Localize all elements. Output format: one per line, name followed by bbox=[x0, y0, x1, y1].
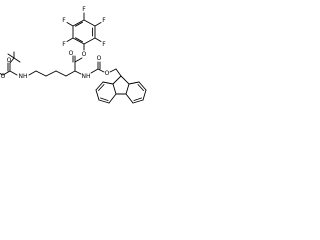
bond bbox=[75, 37, 83, 43]
bond bbox=[128, 81, 140, 85]
ester-oxygen-label: O bbox=[82, 51, 87, 58]
fluorine-label: F bbox=[62, 17, 66, 24]
bond bbox=[98, 84, 105, 91]
bond bbox=[133, 97, 142, 101]
fluorine-label: F bbox=[82, 6, 86, 13]
fmoc-oxygen-label: O bbox=[105, 70, 110, 77]
bond bbox=[74, 70, 82, 75]
lysine-chain bbox=[28, 70, 82, 77]
bond bbox=[9, 57, 15, 64]
alpha-nh-label: NH bbox=[82, 73, 91, 80]
bond bbox=[95, 89, 100, 101]
bond bbox=[65, 70, 76, 77]
bond bbox=[7, 53, 15, 59]
pentafluorophenyl-ring bbox=[66, 12, 102, 51]
bond bbox=[120, 75, 130, 85]
bond bbox=[83, 19, 96, 27]
bond bbox=[94, 22, 102, 27]
bond bbox=[72, 37, 85, 45]
bond bbox=[125, 83, 130, 95]
atom-labels: F F F F F O O NH O O NH O O bbox=[1, 6, 110, 80]
bond bbox=[83, 37, 96, 45]
bond bbox=[115, 68, 122, 77]
bond bbox=[142, 89, 147, 101]
bond bbox=[35, 70, 47, 77]
structure-svg: F F F F F O O NH O O NH O O bbox=[0, 6, 147, 104]
bond bbox=[125, 93, 134, 104]
boc-ester-oxygen-label: O bbox=[1, 73, 6, 80]
bond bbox=[102, 81, 114, 85]
ester-group bbox=[72, 55, 83, 72]
fmoc-group bbox=[90, 61, 147, 104]
bond bbox=[45, 70, 57, 77]
bond bbox=[100, 97, 109, 101]
bond bbox=[66, 37, 74, 42]
bond bbox=[132, 99, 144, 104]
bond bbox=[138, 81, 147, 91]
bond bbox=[137, 84, 144, 91]
bond bbox=[2, 70, 11, 76]
fluorine-label: F bbox=[102, 17, 106, 24]
bond bbox=[112, 75, 122, 85]
bond bbox=[98, 99, 110, 104]
bond bbox=[0, 72, 4, 76]
bond bbox=[108, 93, 117, 104]
bond bbox=[72, 19, 85, 27]
bond bbox=[13, 57, 21, 63]
bond bbox=[9, 70, 18, 76]
bond bbox=[109, 68, 117, 73]
fluorine-label: F bbox=[102, 41, 106, 48]
bond bbox=[94, 37, 102, 42]
bond bbox=[74, 57, 83, 63]
fluorine-label: F bbox=[62, 41, 66, 48]
molecule-diagram: F F F F F O O NH O O NH O O bbox=[0, 0, 152, 152]
epsilon-nh-label: NH bbox=[19, 73, 28, 80]
bond bbox=[95, 81, 104, 91]
bond bbox=[75, 21, 83, 27]
bond bbox=[90, 68, 99, 74]
bond bbox=[97, 68, 105, 73]
bond bbox=[112, 83, 117, 95]
boc-carbonyl-oxygen-label: O bbox=[7, 57, 12, 64]
boc-group bbox=[0, 51, 21, 76]
carbonyl-oxygen-label: O bbox=[69, 50, 74, 57]
bond bbox=[28, 70, 37, 76]
bond bbox=[55, 70, 67, 77]
bond bbox=[66, 22, 74, 27]
fmoc-carbonyl-oxygen-label: O bbox=[97, 55, 102, 62]
